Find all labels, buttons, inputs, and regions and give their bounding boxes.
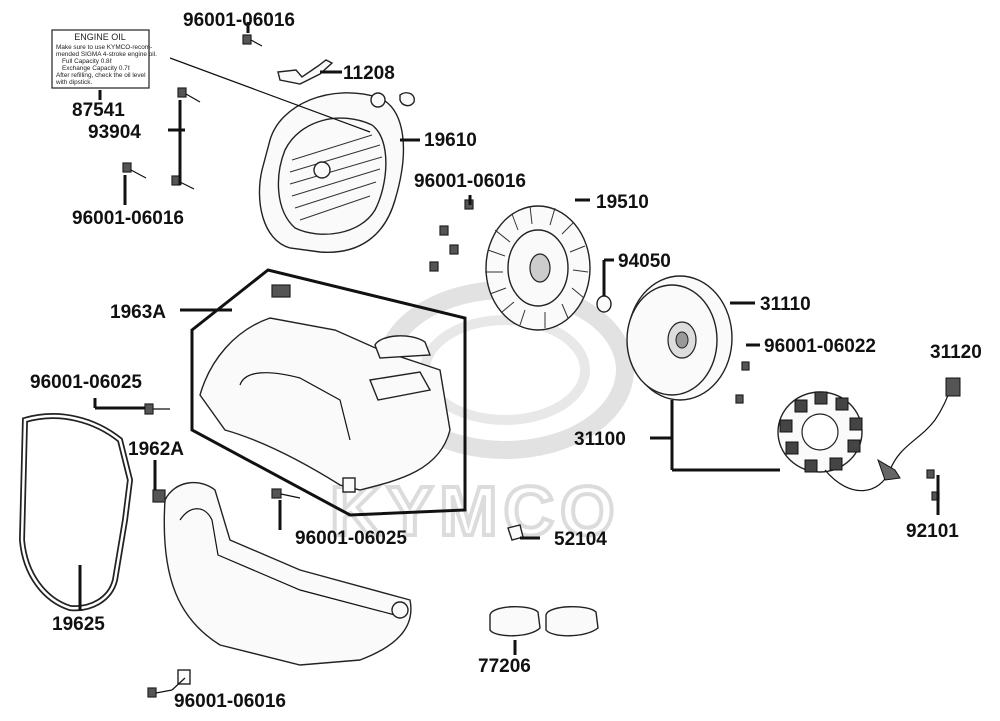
part-label: 52104: [554, 529, 607, 550]
part-label: 96001-06025: [295, 528, 407, 549]
part-label: 96001-06016: [414, 171, 526, 192]
bolt-icon: [242, 34, 263, 47]
part-labels: 96001-06016 11208 87541 93904 19610 9600…: [30, 10, 982, 712]
part-label: 31110: [760, 294, 811, 315]
flywheel-part: [626, 275, 733, 401]
part-label: 1962A: [128, 439, 184, 460]
part-label: 96001-06016: [183, 10, 295, 31]
part-label: 19510: [596, 192, 649, 213]
oil-label-line: with dipstick.: [55, 79, 92, 86]
bolt-icon: [271, 488, 301, 499]
oil-label-line: Make sure to use KYMCO-recom-: [56, 44, 152, 51]
oil-label-line: Full Capacity 0.8ℓ: [62, 58, 112, 65]
part-label: 94050: [618, 251, 671, 272]
lower-shroud-part: [152, 481, 412, 685]
detail-frame: [190, 268, 467, 517]
part-label: 87541: [72, 100, 125, 121]
oil-label-line: mended SIGMA 4-stroke engine oil.: [56, 51, 157, 58]
leader-lines: [78, 22, 940, 691]
bracket-part: [277, 59, 334, 85]
bolt-icon: [147, 687, 173, 698]
part-label: 96001-06025: [30, 372, 142, 393]
fan-cover-part: [258, 92, 415, 253]
bolt-icon: [177, 87, 201, 103]
part-label: 19625: [52, 614, 105, 635]
part-label: 31100: [574, 429, 626, 450]
part-label: 11208: [343, 63, 395, 84]
oil-label-line: After refilling, check the oil level: [56, 72, 146, 79]
bolt-icon: [171, 175, 195, 190]
bolt-icon: [429, 199, 474, 272]
bolt-icon: [144, 403, 170, 415]
part-label: 77206: [478, 656, 531, 677]
part-label: 93904: [88, 122, 141, 143]
flywheel-nut-part: [596, 295, 612, 313]
part-label: 19610: [424, 130, 477, 151]
part-label: 1963A: [110, 302, 166, 323]
part-label: 96001-06016: [72, 208, 184, 229]
stator-assembly-part: [777, 377, 961, 492]
rubber-pads-part: [489, 606, 599, 637]
oil-label-title: ENGINE OIL: [74, 32, 126, 42]
oil-label-line: Exchange Capacity 0.7ℓ: [62, 65, 130, 72]
cooling-fan-part: [485, 205, 591, 331]
engine-shroud-part: [199, 284, 451, 493]
bolt-icon: [122, 162, 147, 179]
part-label: 96001-06016: [174, 691, 286, 712]
gasket-part: [18, 413, 134, 612]
part-label: 96001-06022: [764, 336, 876, 357]
part-label: 31120: [930, 342, 982, 363]
engine-oil-label-sticker: ENGINE OIL Make sure to use KYMCO-recom-…: [51, 29, 157, 89]
part-label: 92101: [906, 521, 959, 542]
